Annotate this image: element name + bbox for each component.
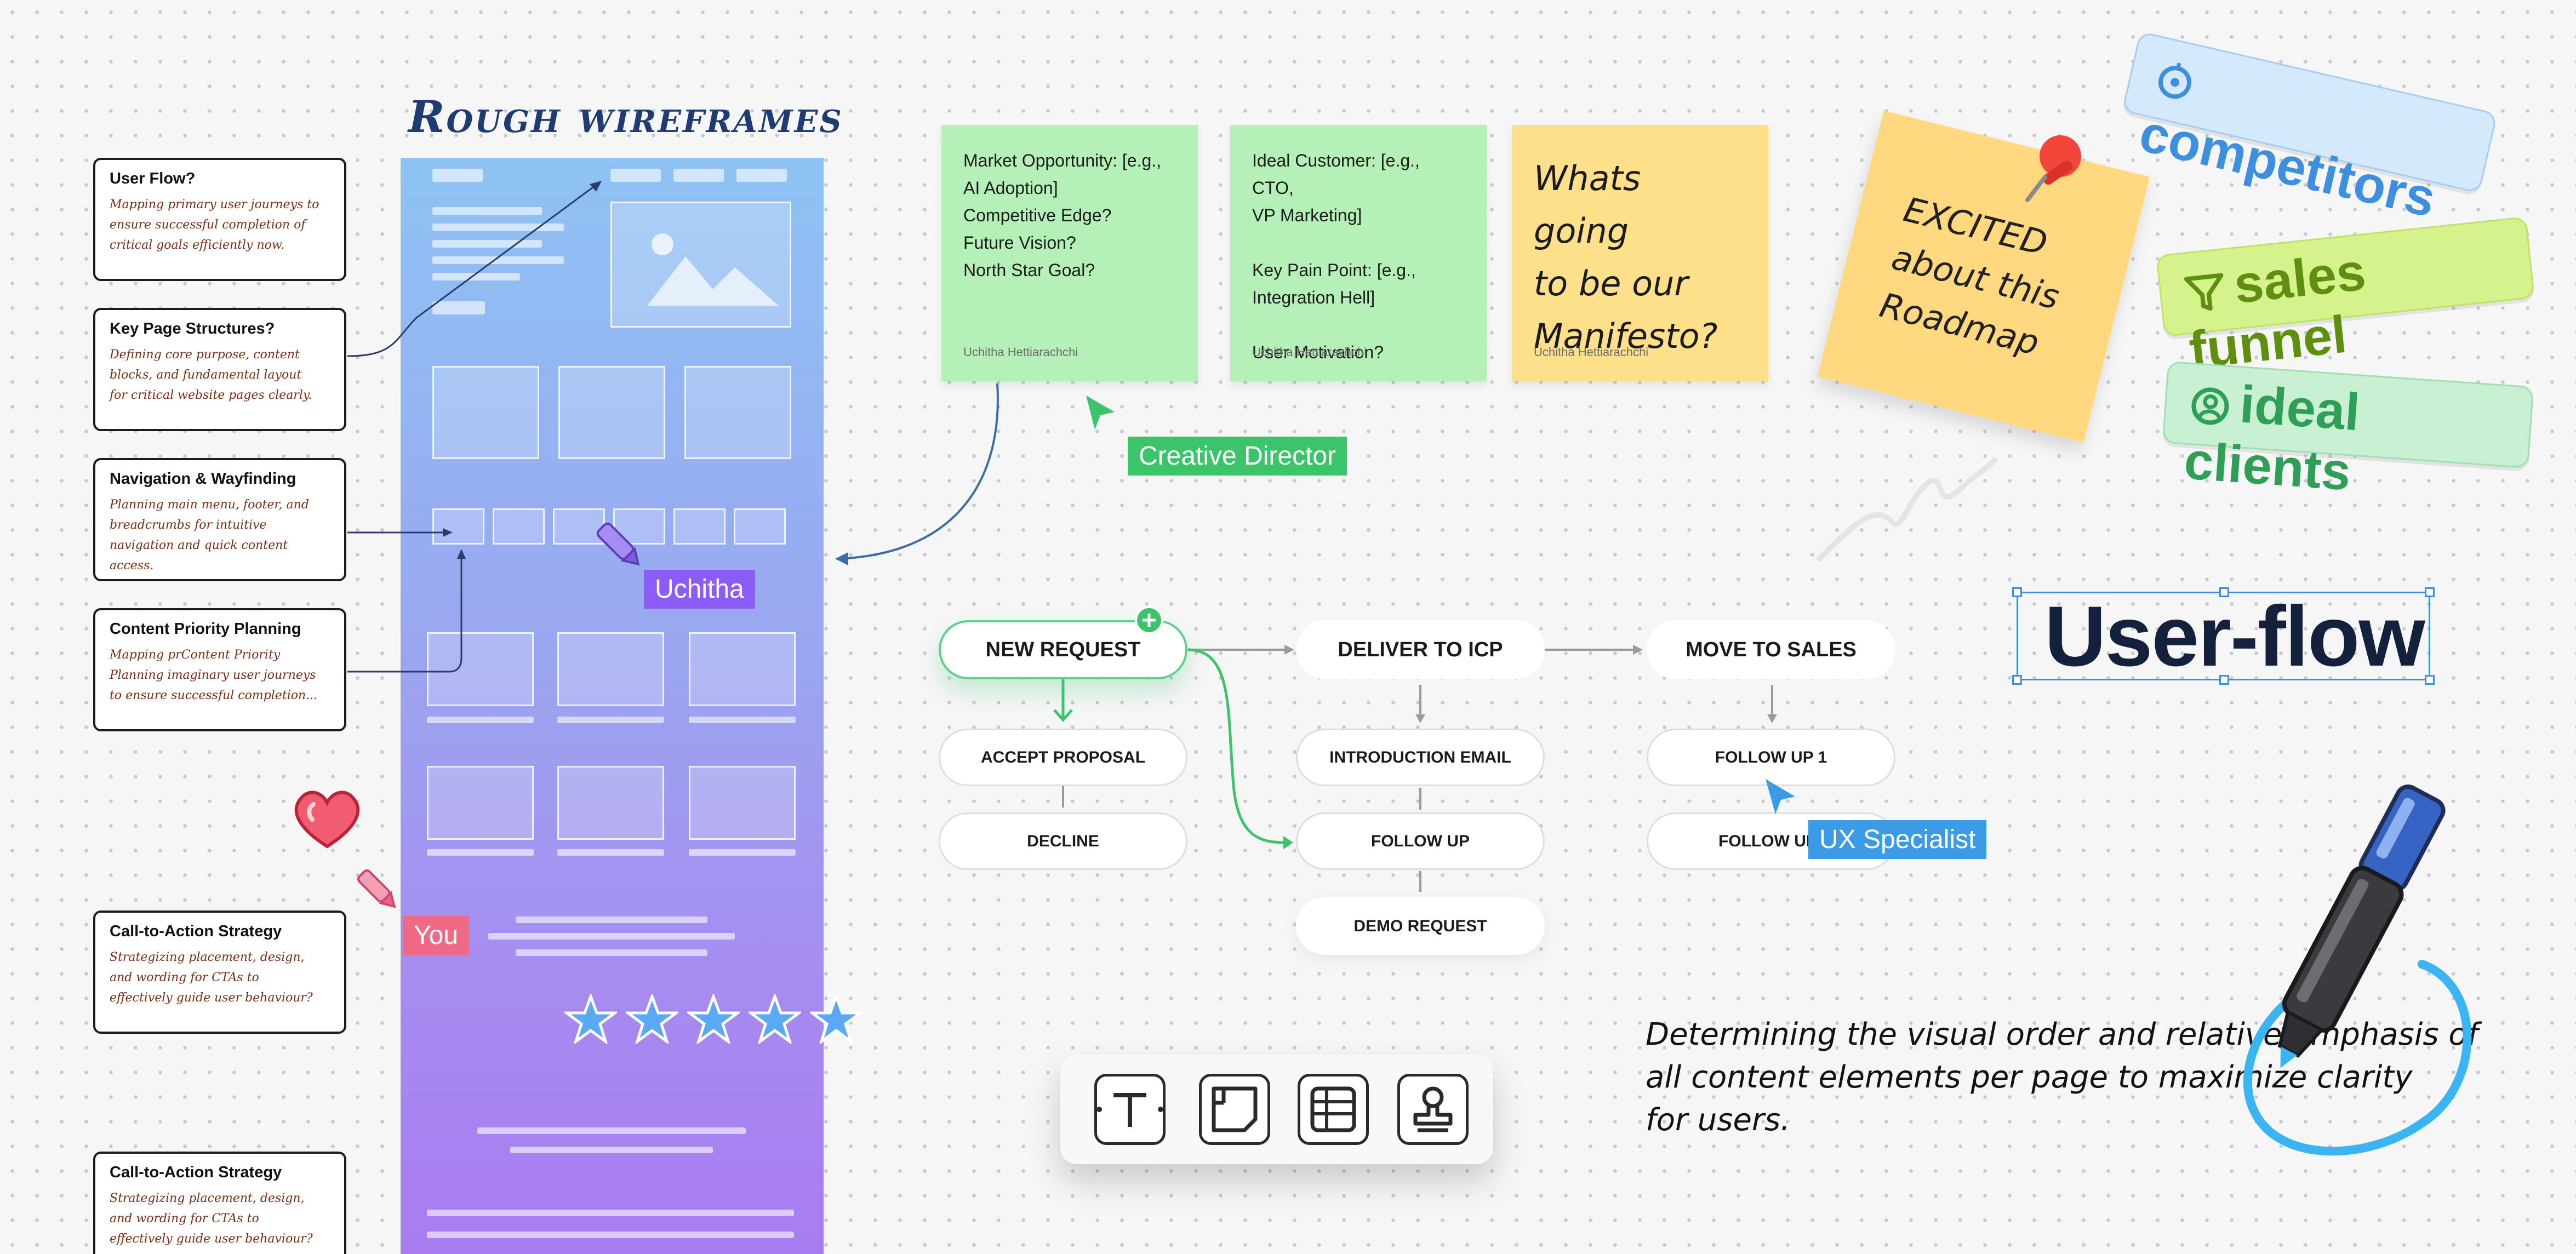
handwritten-note[interactable]: Determining the visual order and relativ… (1646, 1017, 2478, 1138)
note-title: Content Priority Planning (110, 620, 301, 638)
sticky-author: Uchitha Hettiarachchi (963, 345, 1078, 359)
sticky-note-ideal-customer[interactable]: Ideal Customer: [e.g., CTO, VP Marketing… (1230, 125, 1487, 381)
resize-handle[interactable] (2425, 675, 2435, 685)
user-circle-icon (2191, 387, 2229, 425)
resize-handle[interactable] (2425, 587, 2435, 597)
resize-handle[interactable] (2219, 675, 2229, 685)
table-tool-button[interactable] (1298, 1074, 1369, 1145)
flow-node-follow-up-1[interactable]: FOLLOW UP 1 (1647, 729, 1895, 786)
note-content-priority[interactable]: Content Priority Planning Mapping prCont… (93, 608, 346, 731)
funnel-icon (2184, 273, 2224, 311)
cursor-label-creative-director: Creative Director (1128, 437, 1347, 476)
star-icon[interactable] (626, 994, 678, 1044)
userflow-text-selection[interactable]: User-flow (2012, 587, 2435, 685)
note-navigation-wayfinding[interactable]: Navigation & Wayfinding Planning main me… (93, 458, 346, 581)
cursor-arrow-icon (1086, 396, 1115, 430)
pen-cursor-you-icon (357, 869, 396, 908)
sticky-note-manifesto[interactable]: Whats going to be our Manifesto? Uchitha… (1512, 125, 1768, 381)
note-body: Strategizing placement, design, and word… (110, 1192, 313, 1246)
star-icon[interactable] (564, 994, 617, 1044)
table-tool-icon (1310, 1086, 1356, 1132)
text-tool-icon (1096, 1093, 1163, 1127)
star-icon[interactable] (687, 994, 740, 1044)
sticky-note-market[interactable]: Market Opportunity: [e.g., AI Adoption] … (941, 125, 1198, 381)
flow-node-move-to-sales[interactable]: MOVE TO SALES (1647, 620, 1895, 679)
stamp-tool-button[interactable] (1397, 1074, 1469, 1145)
marker-pen-icon (2277, 785, 2446, 1068)
note-title: Call-to-Action Strategy (110, 1164, 282, 1181)
sticky-author: Uchitha Hettiarachchi (1534, 345, 1649, 359)
label-competitors[interactable]: competitors (2121, 31, 2498, 228)
note-body: Defining core purpose, content blocks, a… (110, 348, 312, 402)
note-body: Strategizing placement, design, and word… (110, 950, 313, 1005)
flow-node-decline[interactable]: DECLINE (939, 812, 1187, 870)
flow-node-demo-request[interactable]: DEMO REQUEST (1296, 897, 1545, 955)
note-title: Key Page Structures? (110, 320, 275, 337)
flow-node-introduction-email[interactable]: INTRODUCTION EMAIL (1296, 729, 1545, 786)
pen-cursor-icon (596, 522, 640, 566)
note-body: Planning main menu, footer, and breadcru… (110, 498, 309, 572)
star-icon[interactable] (749, 994, 801, 1044)
stamp-tool-icon (1413, 1086, 1453, 1132)
sticky-text: Ideal Customer: [e.g., CTO, VP Marketing… (1252, 151, 1420, 362)
wireframe-mockup[interactable] (401, 158, 824, 1254)
excited-note-text: EXCITED about this Roadmap (1876, 189, 2064, 363)
text-tool-button[interactable] (1094, 1074, 1166, 1145)
note-title: User Flow? (110, 170, 196, 187)
flow-node-accept-proposal[interactable]: ACCEPT PROPOSAL (939, 729, 1187, 786)
faint-scribble (1817, 457, 1997, 562)
sticky-note-tool-icon (1212, 1086, 1258, 1132)
note-user-flow[interactable]: User Flow? Mapping primary user journeys… (93, 158, 346, 281)
resize-handle[interactable] (2012, 675, 2022, 685)
pin-icon (2025, 135, 2081, 202)
label-sales-funnel[interactable]: sales funnel (2156, 216, 2535, 380)
note-title: Navigation & Wayfinding (110, 470, 296, 488)
resize-handle[interactable] (2012, 587, 2022, 597)
circle-scribble (2243, 960, 2472, 1156)
note-title: Call-to-Action Strategy (110, 923, 282, 940)
flow-node-deliver-to-icp[interactable]: DELIVER TO ICP (1296, 620, 1545, 679)
add-node-icon[interactable] (1134, 605, 1164, 635)
resize-handle[interactable] (2219, 587, 2229, 597)
note-body: Mapping prContent Priority Planning imag… (110, 648, 318, 702)
cursor-label-uchitha: Uchitha (644, 570, 755, 609)
sticky-author: Uchitha Hettiarachchi (1252, 345, 1367, 359)
star-icon[interactable] (810, 994, 863, 1044)
wireframe-image-icons (647, 233, 779, 306)
cursor-label-ux-specialist: UX Specialist (1808, 820, 1987, 859)
heart-icon (294, 791, 360, 849)
sticky-text: Market Opportunity: [e.g., AI Adoption] … (963, 151, 1162, 280)
star-rating[interactable] (564, 994, 863, 1044)
userflow-heading[interactable]: User-flow (2044, 589, 2425, 684)
sticky-note-tool-button[interactable] (1199, 1074, 1270, 1145)
sticky-text: Whats going to be our Manifesto? (1534, 158, 1718, 356)
note-body: Mapping primary user journeys to ensure … (110, 198, 319, 252)
note-cta-strategy[interactable]: Call-to-Action Strategy Strategizing pla… (93, 911, 346, 1034)
cursor-arrow-ux-icon (1766, 779, 1795, 814)
note-key-page-structures[interactable]: Key Page Structures? Defining core purpo… (93, 308, 346, 431)
wireframes-title: Rough wireframes (408, 91, 843, 142)
flow-node-follow-up[interactable]: FOLLOW UP (1296, 812, 1545, 870)
label-ideal-clients[interactable]: ideal clients (2162, 360, 2534, 501)
note-cta-strategy-2[interactable]: Call-to-Action Strategy Strategizing pla… (93, 1152, 346, 1254)
target-icon (2158, 62, 2192, 99)
cursor-label-you: You (403, 916, 469, 955)
